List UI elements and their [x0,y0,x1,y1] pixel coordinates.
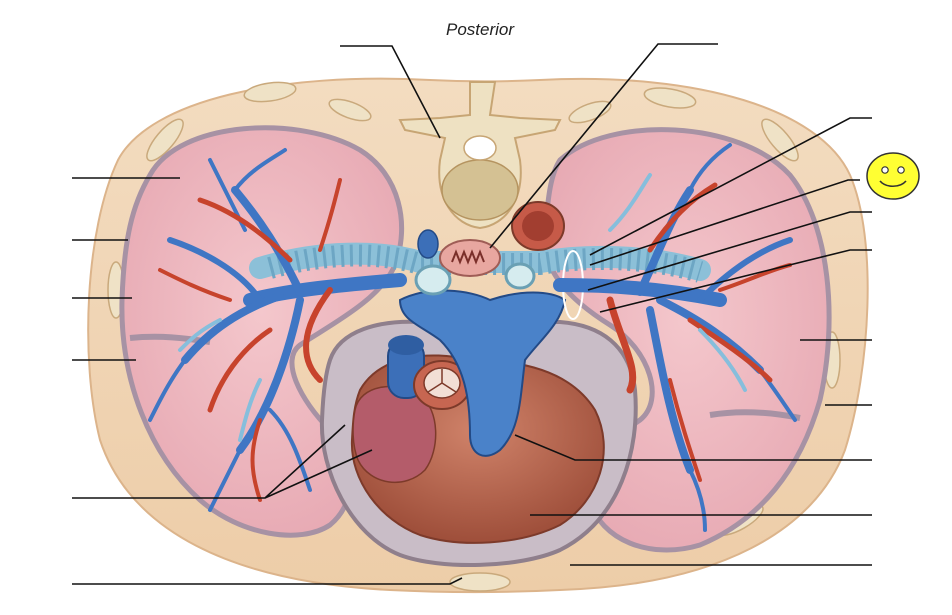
vertebra [398,81,562,230]
aortic-valve-cusps [427,369,457,393]
svc-lumen [388,335,424,355]
leader-line-l5 [72,424,373,499]
leader-line-esophagus [489,43,718,249]
leader-line-r4 [599,249,872,313]
vessel-tree-left [148,148,407,512]
leader-line-r2 [589,179,860,266]
leader-line-vertebra [340,45,441,139]
azygos-vein [417,229,439,259]
leader-line-l6 [72,577,463,585]
right-main-bronchus [414,264,452,296]
left-main-bronchus [504,262,536,290]
leader-line-r1 [589,117,872,256]
orientation-label: Posterior [445,20,515,39]
vessel-tree-right [553,143,797,532]
leader-line-r7 [514,434,872,461]
descending-aorta-lumen [522,211,554,241]
pulmonary-trunk [398,289,567,457]
leader-lines [72,43,872,585]
esophagus-folds [451,249,485,265]
smiley-face-icon [866,152,920,200]
leader-line-r3 [587,211,872,291]
